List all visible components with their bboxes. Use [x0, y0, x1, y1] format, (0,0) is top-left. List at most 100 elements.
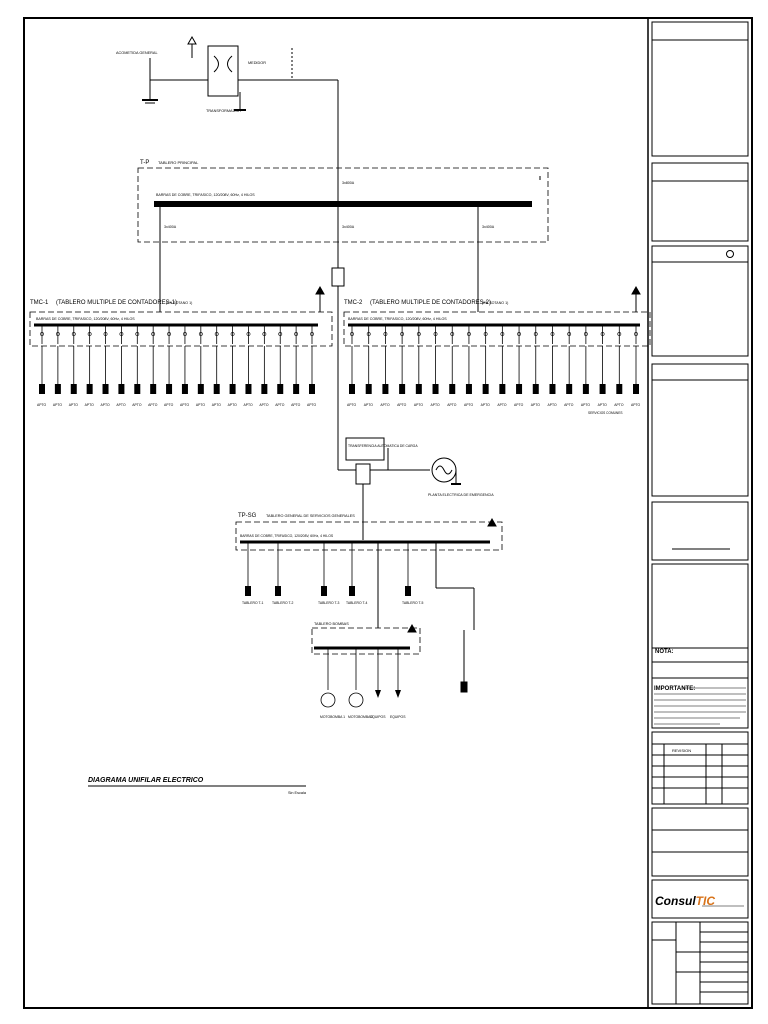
tmc2-meter-icon — [567, 332, 572, 336]
tmc2-load-breaker — [532, 384, 539, 394]
tmc1-load-breaker — [181, 384, 188, 394]
tmc2-load-breaker — [349, 384, 355, 394]
tpsg-load-label: TABLERO T-4 — [346, 601, 367, 605]
tmc1-load-breaker — [277, 384, 284, 394]
equipment-arrow-icon — [395, 690, 401, 698]
motor-icon — [348, 692, 364, 708]
tpsg-branch: TABLERO T-4 — [346, 542, 367, 605]
tmc2-load-breaker — [499, 384, 506, 394]
motor-icon — [320, 692, 336, 708]
title-block-panel-1 — [651, 21, 749, 157]
tp-board-outline — [137, 167, 549, 243]
company-logo-box — [651, 879, 749, 919]
tmc1-meter-icon — [119, 332, 124, 336]
tb-load-label: MOTOBOMBA 2 — [348, 715, 373, 719]
tmc2-load-breaker — [549, 384, 556, 394]
tmc2-load-breaker — [432, 384, 439, 394]
tmc1-branch: APTO — [69, 325, 78, 407]
tmc1-branch: APTO — [243, 325, 253, 407]
tmc1-branch: APTO — [164, 325, 174, 407]
tb-load-label: EQUIPOS — [370, 715, 386, 719]
meter-label: MEDIDOR — [248, 61, 266, 65]
incoming-service — [142, 35, 339, 168]
tmc2-branch: APTO — [598, 325, 607, 407]
tmc1-apt-label: APTO — [37, 403, 47, 407]
tmc1-load-breaker — [86, 384, 93, 394]
tpsg-load-breaker — [275, 586, 281, 596]
tmc2-extra-label: SERVICIOS COMUNES — [588, 411, 622, 415]
tmc1-branch: APTO — [85, 325, 95, 407]
tmc2-load-breaker — [599, 384, 606, 394]
tp-right-feeder: 3x400A — [482, 225, 495, 229]
tpsg-branch: TABLERO T-2 — [272, 542, 293, 605]
brand-prefix: Consul — [655, 894, 696, 908]
tmc1-meter-icon — [55, 332, 60, 336]
tmc2-meter-icon — [617, 332, 622, 336]
title-block-project-panel — [651, 807, 749, 877]
tp-board-tag: T-P — [140, 160, 149, 166]
tmc1-meter-icon — [230, 332, 235, 336]
tmc1-meter-icon — [40, 332, 44, 336]
tmc1-branch: APTO — [259, 325, 269, 407]
north-symbol-icon — [726, 250, 734, 258]
tpsg-board-tag: TP-SG — [238, 513, 257, 519]
title-block-panel-5 — [651, 501, 749, 561]
title-block-note-panel — [651, 647, 749, 729]
tmc1-branch: APTO — [180, 325, 189, 407]
tb-branch: MOTOBOMBA 2 — [348, 648, 373, 719]
tmc1-branch: APTO — [116, 325, 126, 407]
tmc2-meter-icon — [583, 332, 588, 336]
tmc2-meter-icon — [533, 332, 538, 336]
tpsg-branch: TABLERO T-3 — [318, 542, 339, 605]
tmc1-board-outline — [29, 311, 333, 347]
tmc1-load-breaker — [309, 384, 315, 394]
tmc2-apt-label: APTO — [564, 403, 574, 407]
tmc1-branch: APTO — [196, 325, 206, 407]
title-block-panel-2 — [651, 162, 749, 242]
tpsg-load-label: TABLERO T-5 — [402, 601, 423, 605]
tmc2-branch: APTO — [464, 325, 473, 407]
tb-load-label: EQUIPOS — [390, 715, 406, 719]
important-label: IMPORTANTE: — [654, 686, 695, 692]
tmc2-branch: APTO — [380, 325, 390, 407]
tp-left-feeder: 3x400A — [164, 225, 177, 229]
tmc2-side-note: (EN SOTANO 1) — [482, 301, 508, 305]
tmc2-branch: APTO — [531, 325, 540, 407]
tmc1-meter-icon — [246, 332, 251, 336]
tmc1-meter-icon — [151, 332, 156, 336]
tmc1-meter-icon — [214, 332, 219, 336]
tmc2-load-breaker — [365, 384, 372, 394]
tmc2-board-tag: TMC-2 — [344, 300, 363, 306]
tmc1-apt-label: APTO — [196, 403, 206, 407]
tmc2-load-breaker — [465, 384, 472, 394]
tpsg-load-breaker — [405, 586, 411, 596]
transformer-label: TRANSFORMADOR — [206, 109, 241, 113]
tmc2-load-breaker — [566, 384, 573, 394]
transformer-box — [207, 45, 239, 97]
tmc1-load-breaker — [293, 384, 300, 394]
tmc2-meter-icon — [483, 332, 488, 336]
tmc1-meter-icon — [87, 332, 92, 336]
tmc1-meter-icon — [71, 332, 76, 336]
note-label: NOTA: — [655, 649, 674, 655]
tmc2-branch: APTO — [397, 325, 407, 407]
tp-feeders — [159, 168, 541, 470]
tmc2-apt-label: APTO — [380, 403, 390, 407]
tp-bus-label: BARRAS DE COBRE, TRIFASICO, 120/208V, 60… — [156, 193, 255, 197]
tmc1-bus-label: BARRAS DE COBRE, TRIFASICO, 120/208V, 60… — [36, 317, 135, 321]
title-block-panel-3 — [651, 245, 749, 357]
ats-label: TRANSFERENCIA AUTOMATICA DE CARGA — [348, 444, 418, 448]
tmc2-apt-label: APTO — [347, 403, 357, 407]
tpsg-ground-icon — [487, 517, 497, 527]
tmc2-apt-label: APTO — [364, 403, 374, 407]
tmc2-apt-label: APTO — [581, 403, 591, 407]
tmc2-load-breaker — [449, 384, 456, 394]
title-block-panel-4 — [651, 363, 749, 497]
tmc1-apt-label: APTO — [85, 403, 95, 407]
tmc2-load-breaker — [399, 384, 406, 394]
tmc2-meter-icon — [634, 332, 638, 336]
tmc1-branch: APTO — [228, 325, 237, 407]
tmc2-meter-icon — [467, 332, 471, 336]
tb-load-label: MOTOBOMBA 1 — [320, 715, 345, 719]
